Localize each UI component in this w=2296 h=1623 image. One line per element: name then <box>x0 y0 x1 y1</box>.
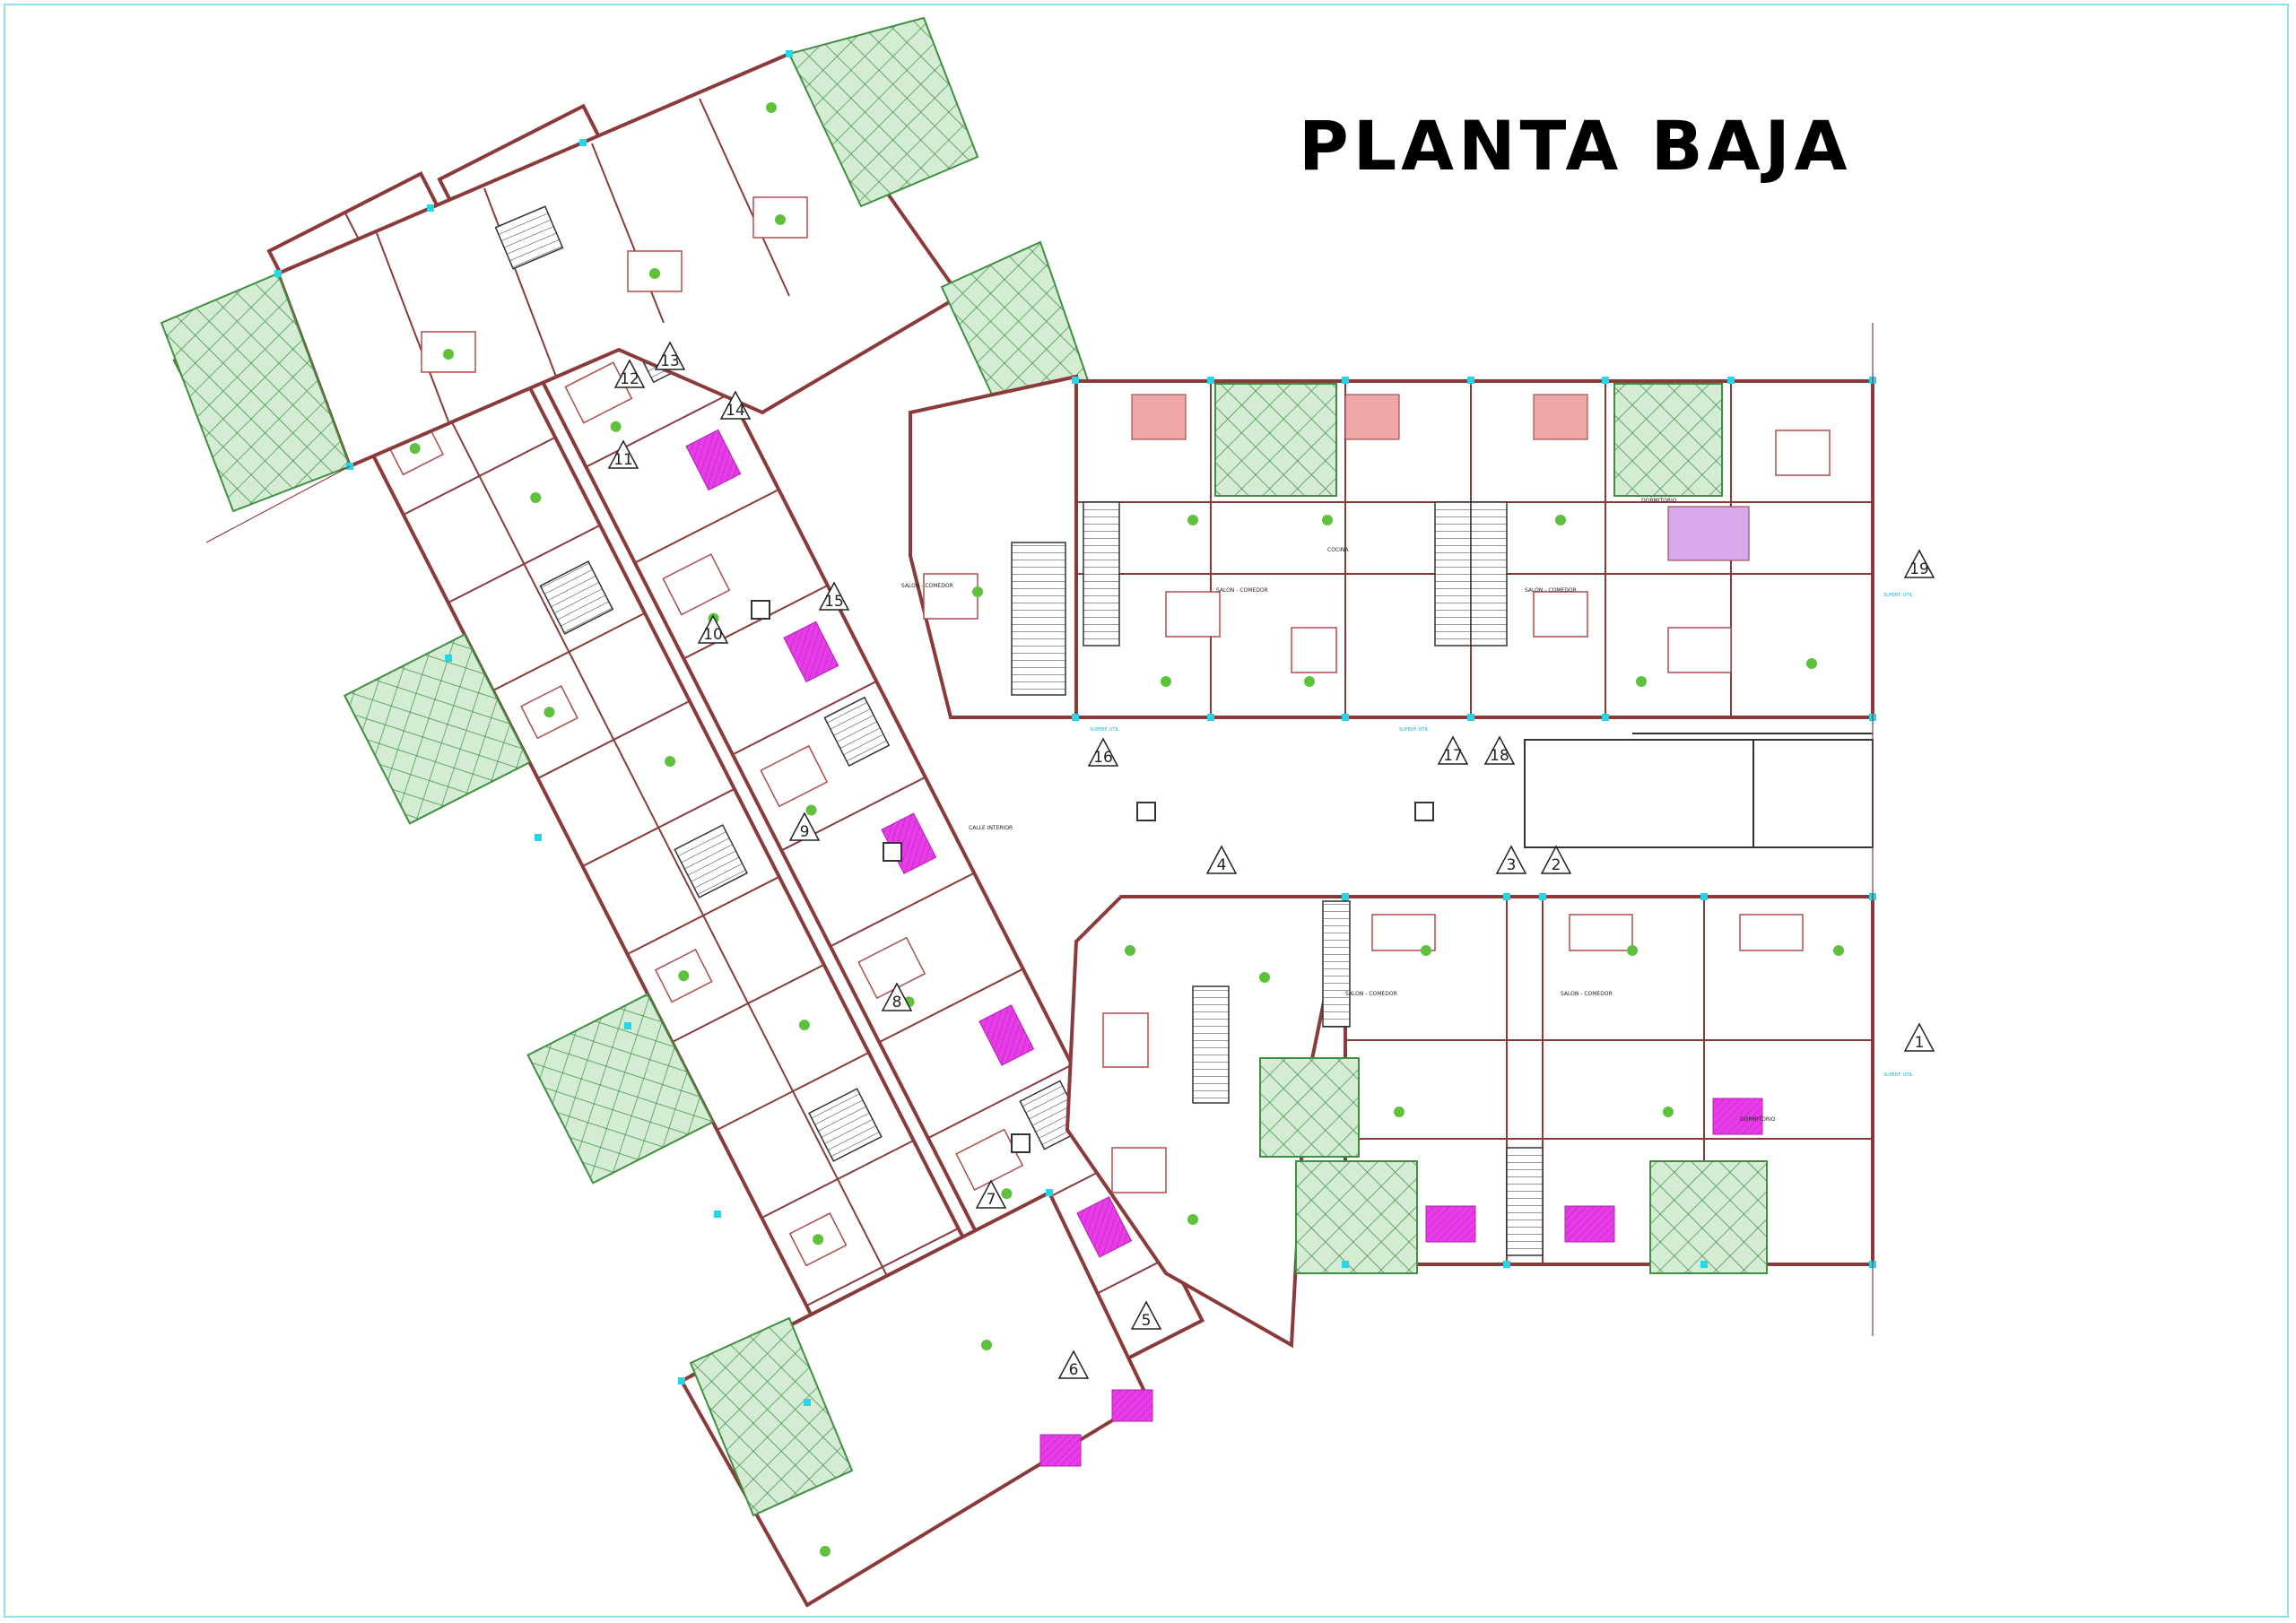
section-marker-triangle <box>1130 1300 1162 1330</box>
structural-columns <box>274 50 1876 1406</box>
section-marker-label: 9 <box>800 823 810 841</box>
section-marker-triangle <box>697 614 729 644</box>
svg-text:SUPERF. UTIL: SUPERF. UTIL <box>1883 593 1913 598</box>
svg-text:SALON - COMEDOR: SALON - COMEDOR <box>901 583 953 589</box>
section-marker-label: 3 <box>1507 856 1517 874</box>
bottom-tip-block <box>679 1190 1153 1608</box>
svg-text:COCINA: COCINA <box>1327 547 1349 553</box>
svg-text:SALON - COMEDOR: SALON - COMEDOR <box>1216 587 1268 594</box>
svg-text:SALON - COMEDOR: SALON - COMEDOR <box>1525 587 1577 594</box>
top-right-block <box>909 374 1874 719</box>
section-marker-triangle <box>1495 845 1527 874</box>
section-marker-label: 14 <box>726 402 745 420</box>
svg-text:SALON - COMEDOR: SALON - COMEDOR <box>1345 991 1397 997</box>
section-marker-triangle <box>881 982 913 1011</box>
svg-text:SUPERF. UTIL: SUPERF. UTIL <box>1090 727 1119 733</box>
section-marker-triangle <box>654 341 686 370</box>
section-marker-triangle <box>1903 549 1935 578</box>
svg-text:SUPERF. UTIL: SUPERF. UTIL <box>1883 1072 1913 1078</box>
svg-text:SUPERF. UTIL: SUPERF. UTIL <box>1399 727 1429 733</box>
courtyard-pillars <box>751 600 1434 1153</box>
section-marker-label: 4 <box>1217 856 1227 874</box>
section-marker-triangle <box>607 439 639 469</box>
section-marker-label: 7 <box>987 1191 996 1209</box>
section-marker-triangle <box>719 390 752 420</box>
section-marker-triangle <box>1205 845 1238 874</box>
section-marker-label: 6 <box>1069 1361 1079 1379</box>
section-marker-label: 13 <box>660 352 680 370</box>
section-marker-triangle <box>788 812 821 841</box>
section-marker-label: 11 <box>613 451 633 469</box>
svg-text:SALON - COMEDOR: SALON - COMEDOR <box>1561 991 1613 997</box>
bottom-right-block <box>1065 895 1874 1349</box>
section-marker-label: 5 <box>1142 1312 1152 1330</box>
page-title: PLANTA BAJA <box>1299 106 1852 186</box>
section-marker-triangle <box>613 359 646 388</box>
section-marker-label: 19 <box>1909 560 1929 578</box>
central-street-label: CALLE INTERIOR <box>969 825 1013 831</box>
section-marker-triangle <box>818 581 850 611</box>
section-marker-triangle <box>1437 735 1469 765</box>
section-marker-label: 8 <box>892 994 902 1011</box>
svg-text:DORMITORIO: DORMITORIO <box>1641 498 1677 504</box>
sheet-border <box>4 4 2289 1618</box>
section-marker-triangle <box>1087 737 1119 767</box>
section-marker-label: 16 <box>1093 749 1113 767</box>
section-marker-label: 17 <box>1443 747 1463 765</box>
boundary-lines <box>205 323 1874 1336</box>
svg-text:DORMITORIO: DORMITORIO <box>1740 1116 1776 1123</box>
section-marker-label: 1 <box>1915 1034 1925 1052</box>
section-marker-triangle <box>1903 1022 1935 1052</box>
section-marker-triangle <box>1057 1350 1090 1379</box>
section-marker-triangle <box>1483 735 1516 765</box>
room-annotations: SALON - COMEDOR COCINA SALON - COMEDOR D… <box>901 498 1913 1123</box>
garage-ramp <box>1524 733 1874 848</box>
section-marker-label: 18 <box>1490 747 1509 765</box>
section-marker-label: 10 <box>703 626 723 644</box>
section-marker-triangle <box>1540 845 1572 874</box>
section-marker-label: 2 <box>1552 856 1561 874</box>
section-marker-triangle <box>975 1179 1007 1209</box>
section-marker-label: 12 <box>620 370 639 388</box>
section-marker-label: 15 <box>824 593 844 611</box>
